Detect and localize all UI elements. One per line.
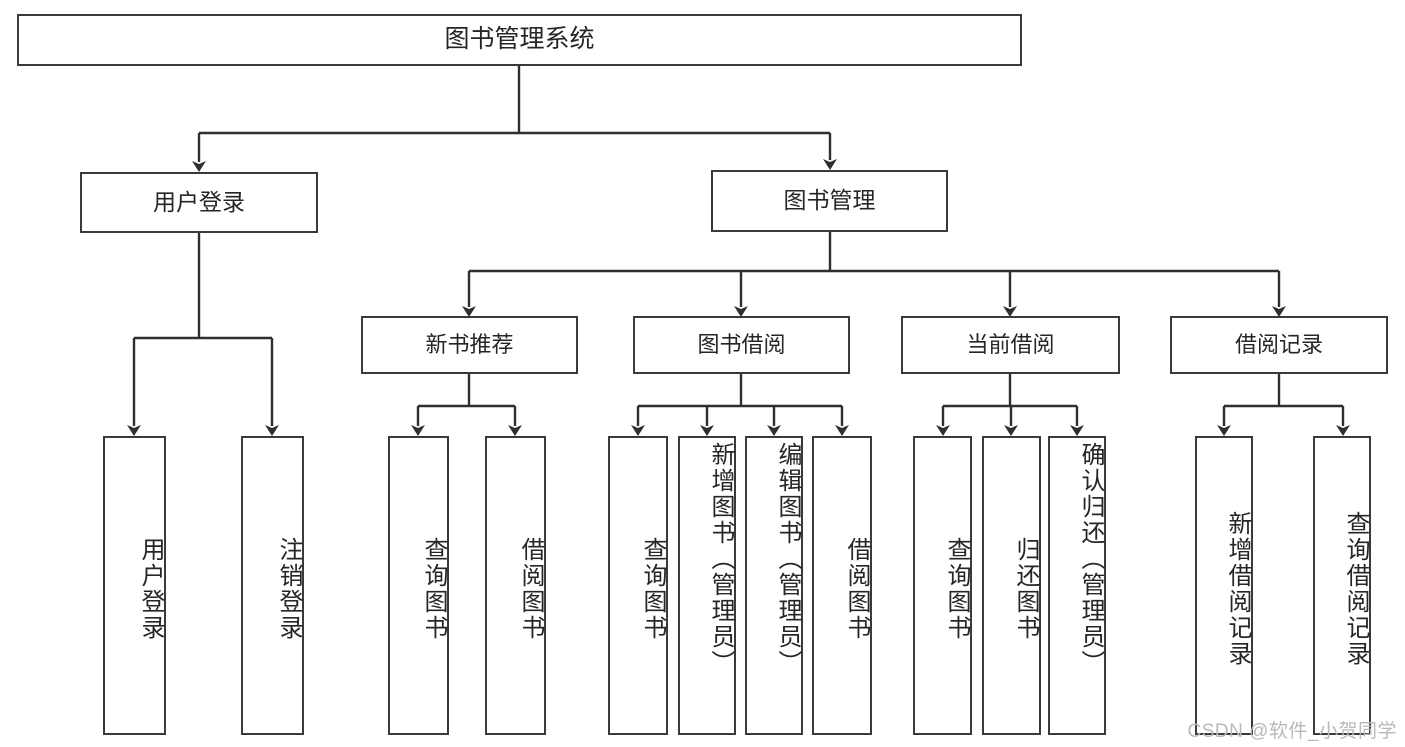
leaf-user-login-login[interactable]: 用户登录 (103, 436, 166, 735)
leaf-user-login-logout[interactable]: 注销登录 (241, 436, 304, 735)
csdn-watermark: CSDN @软件_小贺同学 (1187, 721, 1397, 742)
node-book-management[interactable]: 图书管理 (711, 170, 948, 232)
leaf-record-add-borrow-record[interactable]: 新增借阅记录 (1195, 436, 1253, 735)
leaf-borrow-query-book[interactable]: 查询图书 (608, 436, 668, 735)
node-root-system[interactable]: 图书管理系统 (17, 14, 1022, 66)
leaf-borrow-add-book-admin[interactable]: 新增图书（管理员） (678, 436, 736, 735)
node-user-login[interactable]: 用户登录 (80, 172, 318, 233)
node-new-book-recommend[interactable]: 新书推荐 (361, 316, 578, 374)
leaf-current-query-book[interactable]: 查询图书 (913, 436, 972, 735)
node-borrow-record[interactable]: 借阅记录 (1170, 316, 1388, 374)
leaf-current-confirm-return-admin[interactable]: 确认归还（管理员） (1048, 436, 1106, 735)
node-book-borrow[interactable]: 图书借阅 (633, 316, 850, 374)
leaf-borrow-edit-book-admin[interactable]: 编辑图书（管理员） (745, 436, 803, 735)
leaf-current-return-book[interactable]: 归还图书 (982, 436, 1041, 735)
leaf-record-query-borrow-record[interactable]: 查询借阅记录 (1313, 436, 1371, 735)
node-current-borrow[interactable]: 当前借阅 (901, 316, 1120, 374)
leaf-recommend-borrow-book[interactable]: 借阅图书 (485, 436, 546, 735)
leaf-borrow-borrow-book[interactable]: 借阅图书 (812, 436, 872, 735)
leaf-recommend-query-book[interactable]: 查询图书 (388, 436, 449, 735)
